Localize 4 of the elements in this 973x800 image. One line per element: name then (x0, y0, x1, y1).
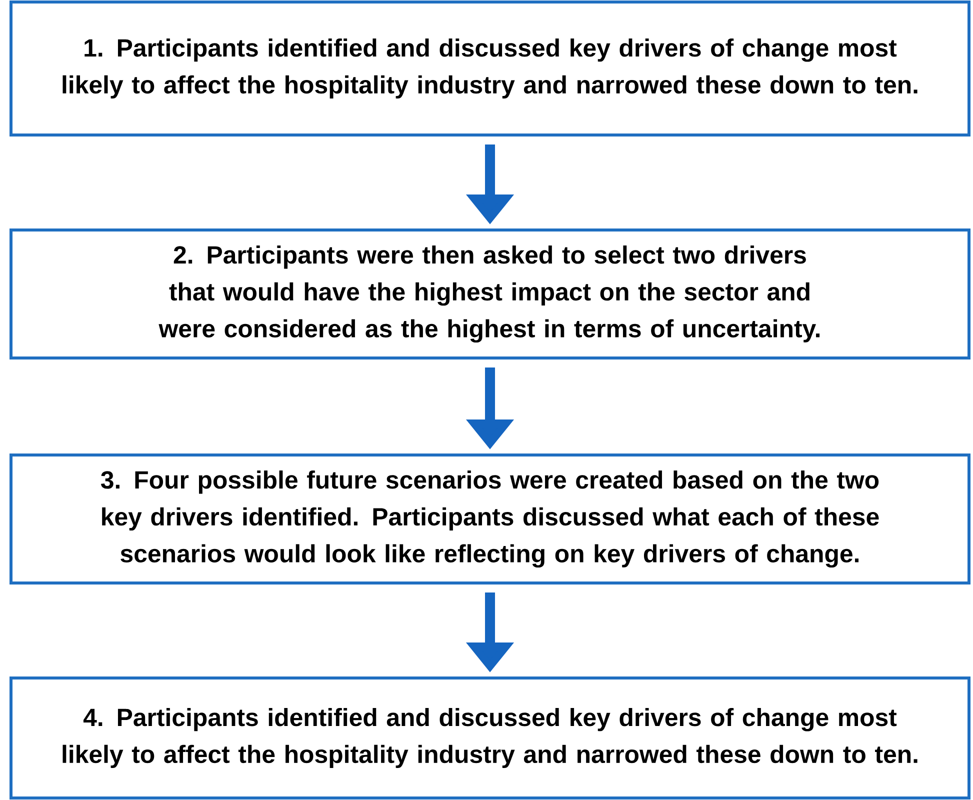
step-box: 3. Four possible future scenarios were created based on the two key drivers identified. Participants discussed what each of these scenarios would look like reflecting on key drivers of change. (10, 454, 970, 584)
step-box: 2. Participants were then asked to select two drivers that would have the highest impact on the sector and were considered as the highest in terms of uncertainty. (10, 228, 970, 360)
step-box: 1. Participants identified and discussed key drivers of change most likely to affect the hospitality industry and narrowed these down to ten. (10, 0, 970, 136)
step-box: 4. Participants identified and discussed key drivers of change most likely to affect the hospitality industry and narrowed these down to ten. (10, 676, 970, 800)
